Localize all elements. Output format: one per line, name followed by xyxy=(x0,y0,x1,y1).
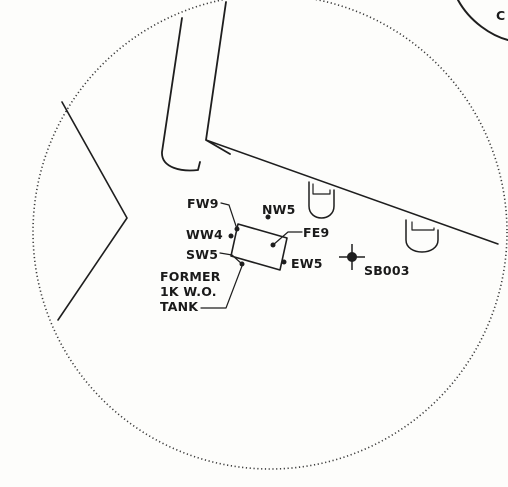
sample-point-ww4 xyxy=(228,233,234,239)
leader-tank xyxy=(200,265,243,309)
loading-bay-1-inner xyxy=(312,183,331,195)
left-structure-outline xyxy=(57,101,128,321)
loading-bay-2 xyxy=(405,219,439,253)
soil-boring-symbol xyxy=(339,244,365,270)
label-sb003: SB003 xyxy=(364,263,410,278)
label-nw5: NW5 xyxy=(262,202,296,217)
label-tank-line2: 1K W.O. xyxy=(160,284,217,299)
label-ew5: EW5 xyxy=(291,256,323,271)
label-ww4: WW4 xyxy=(186,227,223,242)
leader-fw9 xyxy=(220,202,238,230)
inset-boundary-circle xyxy=(32,0,508,470)
former-tank-outline xyxy=(230,223,288,271)
label-fw9: FW9 xyxy=(187,196,219,211)
loading-bay-2-inner xyxy=(411,221,435,231)
label-sw5: SW5 xyxy=(186,247,218,262)
leader-fe9 xyxy=(272,231,303,246)
channel-outer-edge xyxy=(161,17,201,172)
label-fe9: FE9 xyxy=(303,225,329,240)
corner-label: C xyxy=(496,8,505,23)
building-south-wall xyxy=(205,139,499,245)
sample-point-ew5 xyxy=(281,259,287,265)
loading-bay-1 xyxy=(308,181,335,219)
sample-point-nw5 xyxy=(265,214,271,220)
corner-callout-arc xyxy=(457,0,508,41)
leader-sw5 xyxy=(219,252,243,265)
label-tank-line1: FORMER xyxy=(160,269,221,284)
label-tank-line3: TANK xyxy=(160,299,199,314)
channel-inner-edge xyxy=(205,1,231,155)
